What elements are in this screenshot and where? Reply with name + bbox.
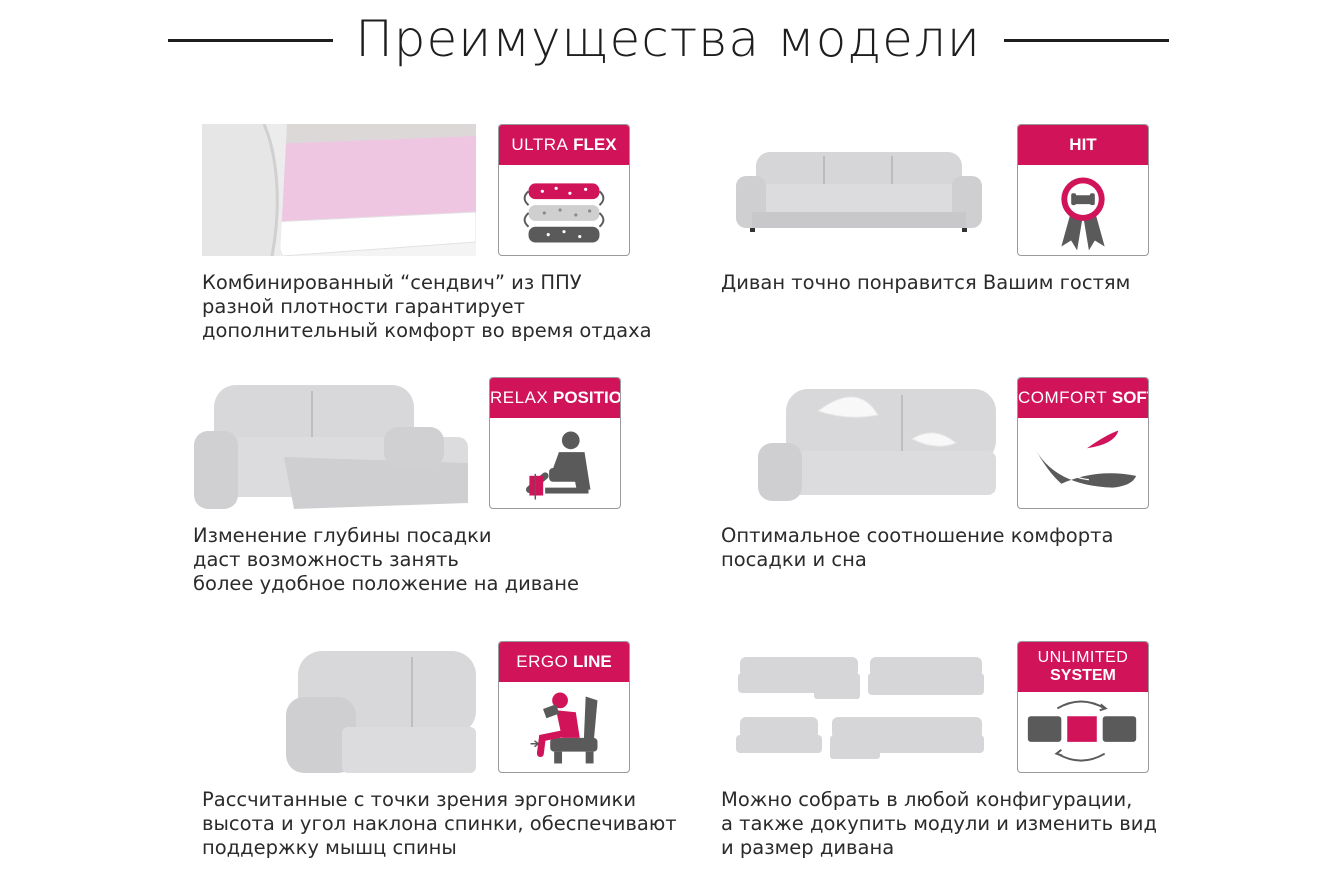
foam-sandwich-photo <box>202 124 476 256</box>
feature-description-comfort-soft: Оптимальное соотношение комфорта посадки… <box>721 524 1114 571</box>
badge-ultra-flex: ULTRA FLEX <box>498 124 630 256</box>
sofa-backrest-photo <box>202 641 476 773</box>
header: Преимущества модели <box>0 0 1336 80</box>
modular-sofa-icon <box>1018 692 1148 772</box>
sofa-with-feathers-photo <box>722 377 996 509</box>
ergonomic-chair-icon <box>499 682 629 772</box>
title-divider-right <box>1004 39 1169 42</box>
badge-unlimited-system-header: UNLIMITED SYSTEM <box>1018 642 1148 692</box>
feature-description-relax-position: Изменение глубины посадки даст возможнос… <box>193 524 579 595</box>
badge-relax-position: RELAX POSITION <box>489 377 621 509</box>
feature-description-unlimited-system: Можно собрать в любой конфигурации, а та… <box>721 788 1157 859</box>
badge-unlimited-system: UNLIMITED SYSTEM <box>1017 641 1149 773</box>
badge-comfort-soft: COMFORT SOFT <box>1017 377 1149 509</box>
sofa-seat-depth-photo <box>194 377 468 509</box>
feature-description-hit: Диван точно понравится Вашим гостям <box>721 271 1131 294</box>
feature-description-ultra-flex: Комбинированный “сендвич” из ППУ разной … <box>202 271 652 342</box>
badge-hit-header: HIT <box>1018 125 1148 165</box>
badge-ergo-line-header: ERGO LINE <box>499 642 629 682</box>
feather-icon <box>1018 418 1148 508</box>
badge-hit: HIT <box>1017 124 1149 256</box>
award-rosette-icon <box>1018 165 1148 255</box>
recliner-person-icon <box>490 418 620 508</box>
modular-configurations-photo <box>722 641 996 773</box>
three-seat-sofa-photo <box>722 124 996 256</box>
page-title: Преимущества модели <box>355 10 981 68</box>
foam-layers-icon <box>499 165 629 255</box>
badge-relax-position-header: RELAX POSITION <box>490 378 620 418</box>
feature-description-ergo-line: Рассчитанные с точки зрения эргономики в… <box>202 788 677 859</box>
badge-comfort-soft-header: COMFORT SOFT <box>1018 378 1148 418</box>
badge-ultra-flex-header: ULTRA FLEX <box>499 125 629 165</box>
title-divider-left <box>168 39 333 42</box>
badge-ergo-line: ERGO LINE <box>498 641 630 773</box>
